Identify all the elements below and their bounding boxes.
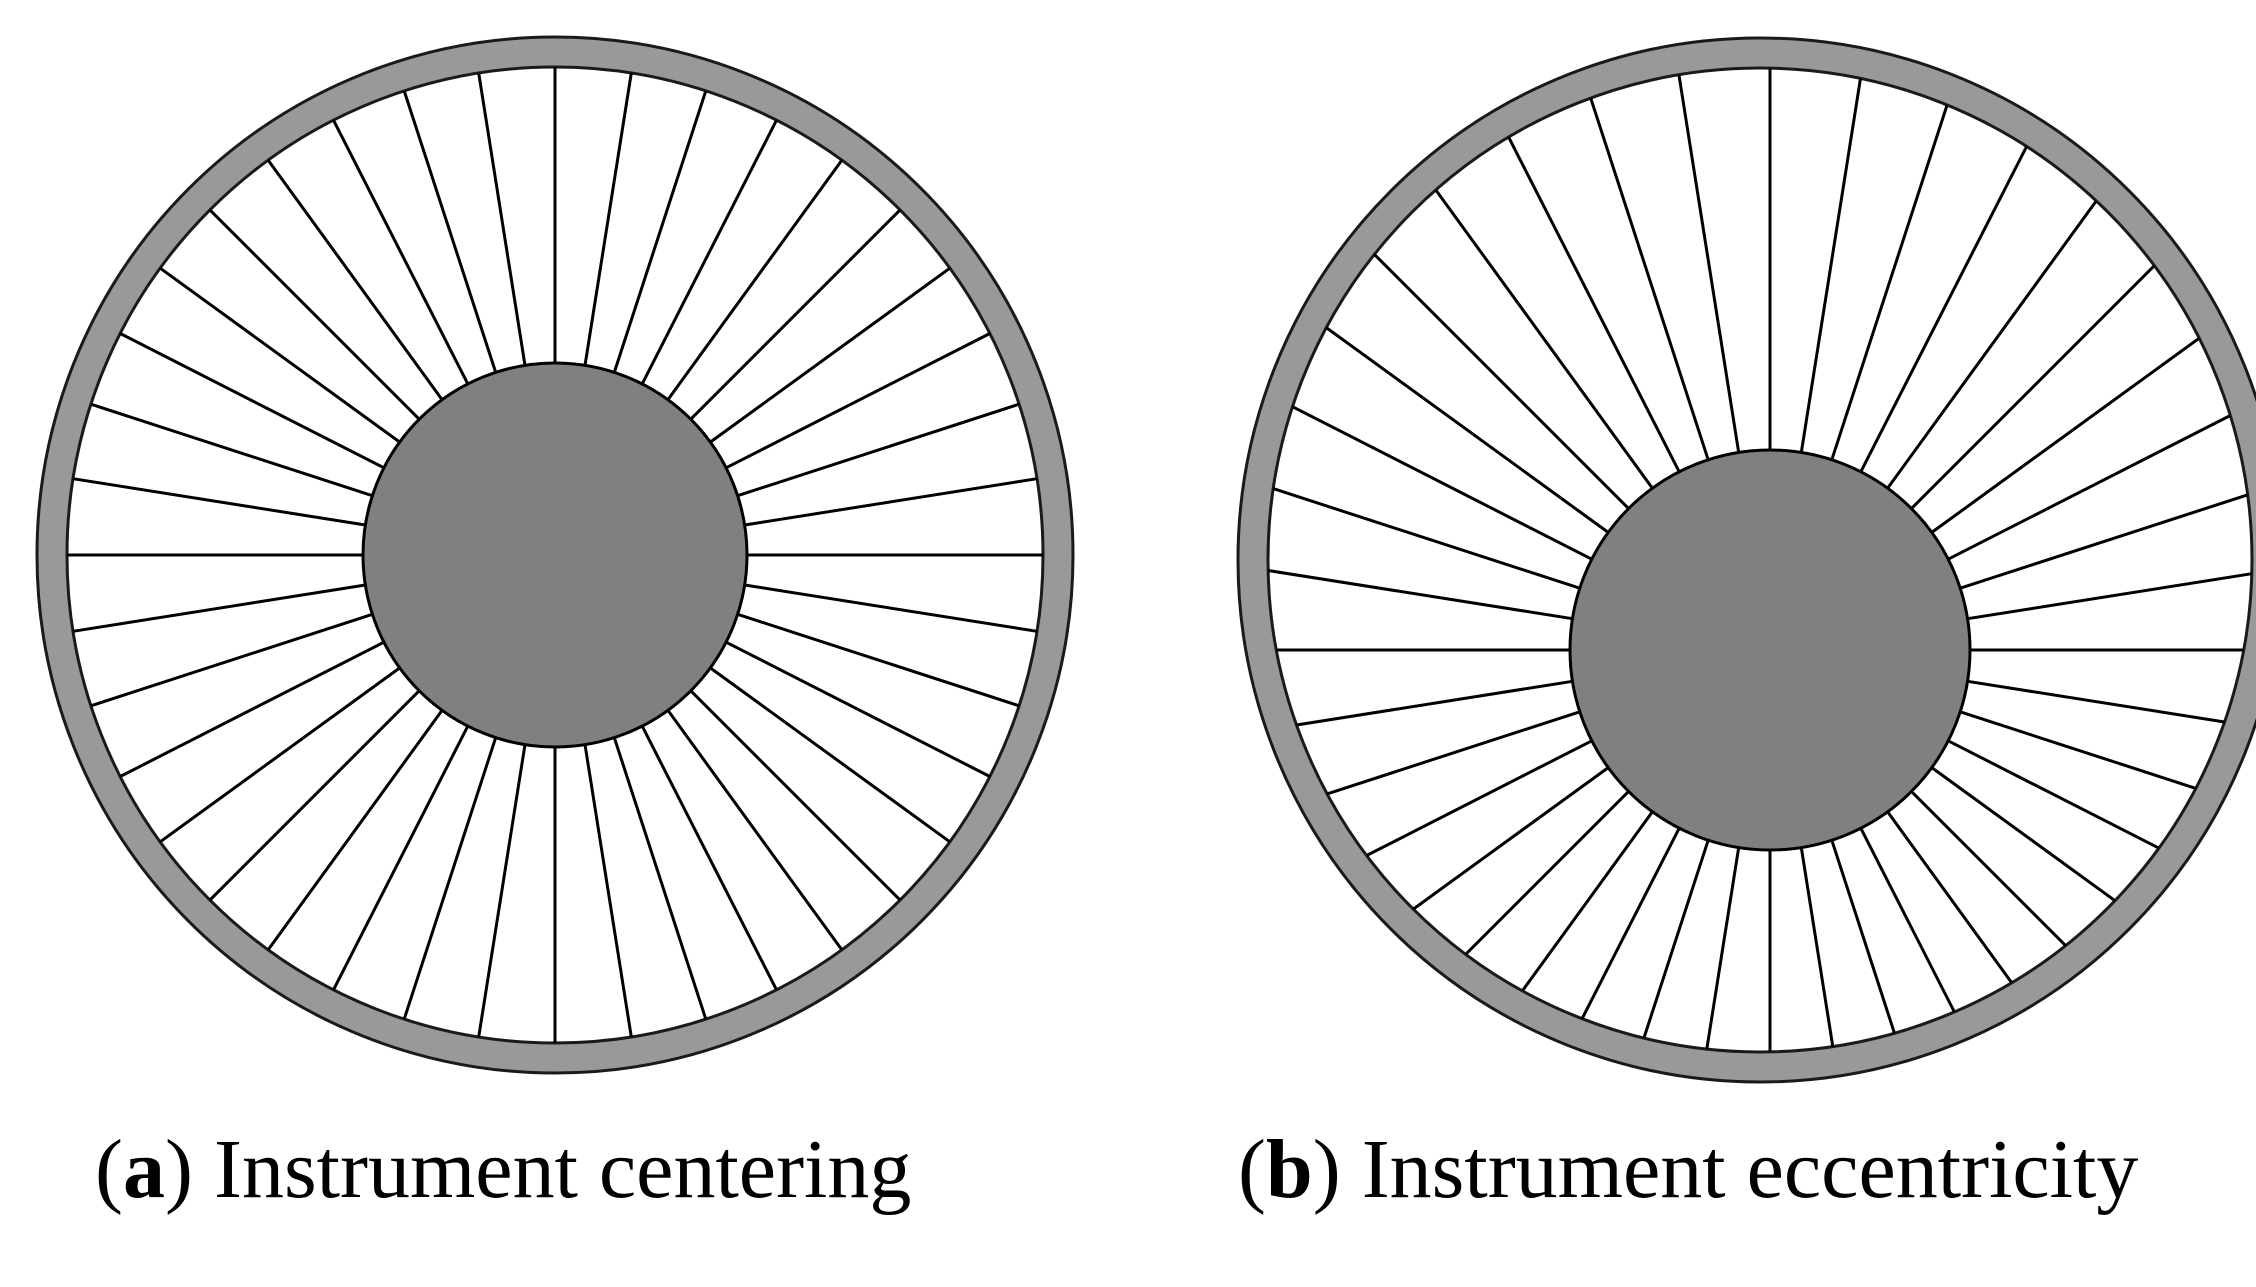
panel-a-centering-diagram bbox=[35, 35, 1075, 1075]
spoke-line bbox=[737, 612, 1020, 708]
spoke-line bbox=[402, 90, 498, 373]
spoke-line bbox=[1830, 839, 1896, 1034]
spoke-line bbox=[266, 159, 444, 401]
spoke-line bbox=[72, 477, 366, 527]
spoke-line bbox=[725, 332, 991, 470]
spoke-line bbox=[1464, 790, 1630, 956]
spoke-line bbox=[90, 402, 373, 498]
spoke-line bbox=[1859, 145, 2028, 473]
caption-panel-b: (b) Instrument eccentricity bbox=[1238, 1123, 2139, 1216]
panel-b-eccentricity-diagram bbox=[1236, 36, 2256, 1084]
spoke-line bbox=[725, 640, 991, 778]
spoke-line bbox=[332, 725, 470, 991]
spoke-line bbox=[266, 709, 444, 951]
spoke-line bbox=[119, 640, 385, 778]
spoke-line bbox=[1947, 414, 2231, 561]
caption-a-text: Instrument centering bbox=[213, 1123, 912, 1216]
spoke-line bbox=[119, 332, 385, 470]
spoke-line bbox=[159, 266, 401, 444]
spoke-line bbox=[1705, 847, 1741, 1050]
spoke-line bbox=[1267, 569, 1573, 621]
spoke-line bbox=[1886, 200, 2098, 490]
spoke-line bbox=[1325, 326, 1610, 534]
spoke-line bbox=[1412, 766, 1610, 911]
spoke-line bbox=[1507, 136, 1681, 473]
spoke-line bbox=[159, 666, 401, 844]
spoke-line bbox=[1291, 405, 1593, 561]
spoke-line bbox=[332, 119, 470, 385]
spoke-line bbox=[1910, 264, 2156, 510]
spoke-line bbox=[709, 266, 951, 444]
spoke-line bbox=[612, 737, 708, 1020]
spoke-line bbox=[1910, 790, 2067, 947]
spoke-line bbox=[1677, 74, 1741, 453]
spoke-line bbox=[744, 477, 1038, 527]
spoke-line bbox=[1365, 739, 1593, 857]
spoke-line bbox=[744, 583, 1038, 633]
spoke-line bbox=[640, 119, 778, 385]
spoke-line bbox=[1589, 97, 1710, 461]
spoke-line bbox=[1967, 679, 2225, 724]
spoke-line bbox=[1859, 827, 1956, 1013]
spoke-line bbox=[709, 666, 951, 844]
spoke-line bbox=[1642, 839, 1710, 1039]
instrument-disk bbox=[361, 361, 749, 749]
spoke-line bbox=[689, 208, 902, 421]
spoke-line bbox=[477, 744, 527, 1038]
spoke-line bbox=[477, 72, 527, 366]
spoke-line bbox=[1947, 739, 2160, 850]
spoke-line bbox=[1373, 253, 1630, 510]
caption-b-text: Instrument eccentricity bbox=[1361, 1123, 2139, 1216]
spoke-line bbox=[1830, 104, 1949, 461]
instrument-disk bbox=[1568, 448, 1972, 852]
caption-a-letter: a bbox=[122, 1123, 165, 1216]
spoke-line bbox=[1326, 710, 1581, 796]
spoke-line bbox=[1930, 766, 2116, 902]
spoke-line bbox=[666, 709, 844, 951]
outer-ring-edge bbox=[1236, 36, 2256, 1084]
spoke-line bbox=[1799, 78, 1862, 453]
outer-ring-inner-edge bbox=[1266, 66, 2254, 1054]
spoke-line bbox=[583, 744, 633, 1038]
spoke-line bbox=[1886, 810, 2013, 984]
caption-panel-a: (a) Instrument centering bbox=[95, 1123, 912, 1216]
caption-b-letter: b bbox=[1265, 1123, 1313, 1216]
spoke-line bbox=[612, 90, 708, 373]
spoke-line bbox=[1272, 487, 1581, 590]
spoke-line bbox=[1296, 679, 1573, 727]
spoke-line bbox=[1959, 493, 2249, 590]
spoke-line bbox=[208, 689, 421, 902]
spoke-line bbox=[72, 583, 366, 633]
spoke-line bbox=[1959, 710, 2197, 790]
spoke-line bbox=[1930, 336, 2201, 534]
spoke-line bbox=[402, 737, 498, 1020]
spoke-line bbox=[666, 159, 844, 401]
spoke-line bbox=[1521, 810, 1654, 992]
spoke-line bbox=[640, 725, 778, 991]
spoke-line bbox=[583, 72, 633, 366]
spoke-line bbox=[1799, 847, 1835, 1047]
spoke-line bbox=[689, 689, 902, 902]
spoke-line bbox=[1434, 189, 1654, 490]
spoke-line bbox=[737, 402, 1020, 498]
spoke-line bbox=[208, 208, 421, 421]
outer-ring-edge bbox=[35, 35, 1075, 1075]
spoke-line bbox=[1967, 572, 2253, 621]
spoke-line bbox=[1580, 827, 1681, 1020]
spoke-line bbox=[90, 612, 373, 708]
